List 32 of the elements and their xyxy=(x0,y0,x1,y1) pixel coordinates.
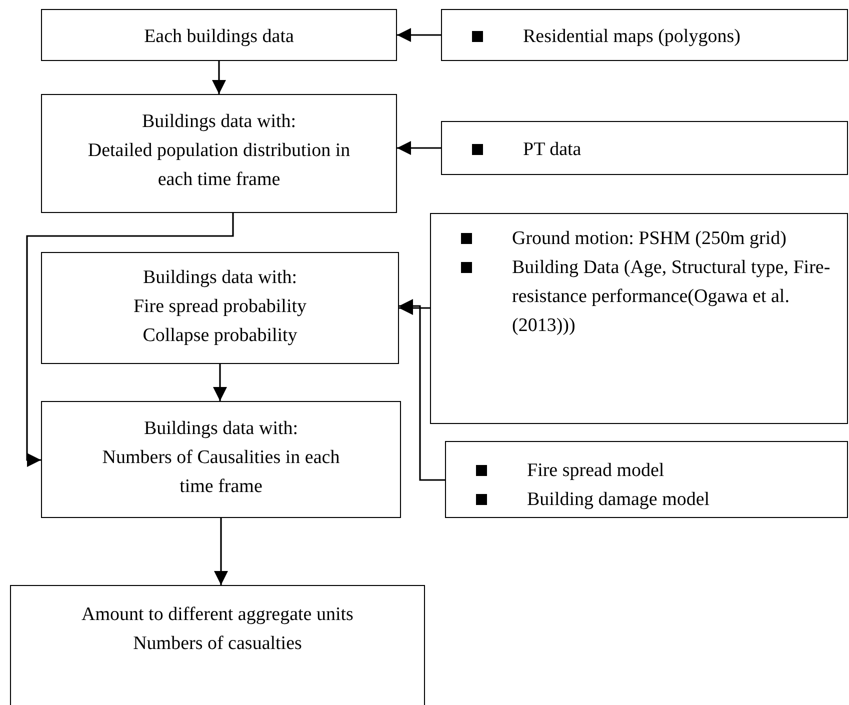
box-text: Amount to different aggregate units xyxy=(82,603,354,627)
process-box xyxy=(41,9,397,61)
list-item: Fire spread model xyxy=(527,459,666,483)
list-item: Ground motion: PSHM (250m grid) xyxy=(512,227,788,251)
source-box xyxy=(441,9,848,61)
box-text: Buildings data with: xyxy=(144,417,298,441)
box-text: Detailed population distribution in each time frame xyxy=(86,139,352,192)
list-item: Building damage model xyxy=(527,488,711,512)
arrow xyxy=(399,299,445,481)
source-box xyxy=(441,121,848,175)
box-text: Numbers of casualties xyxy=(133,632,302,656)
process-box xyxy=(41,252,399,364)
list-item: Building Data (Age, Structural type, Fire-resistance performance(Ogawa et al. (2013))) xyxy=(512,256,832,338)
list-item: Residential maps (polygons) xyxy=(523,25,742,49)
process-box xyxy=(10,585,425,705)
arrow xyxy=(212,61,226,94)
process-box xyxy=(41,401,401,518)
box-text: Collapse probability xyxy=(142,324,298,348)
arrow xyxy=(26,213,234,467)
list-item: PT data xyxy=(523,138,582,162)
box-text: Numbers of Causalities in each time frame xyxy=(102,446,340,499)
arrow xyxy=(213,364,227,401)
arrow xyxy=(397,141,441,155)
box-text: Each buildings data xyxy=(144,25,294,49)
source-box xyxy=(445,441,848,518)
arrow xyxy=(214,518,228,585)
arrow xyxy=(397,28,441,42)
box-text: Buildings data with: xyxy=(142,110,296,134)
source-box xyxy=(430,213,848,424)
box-text: Buildings data with: xyxy=(142,266,298,290)
box-text: Fire spread probability xyxy=(133,295,307,319)
process-box xyxy=(41,94,397,213)
